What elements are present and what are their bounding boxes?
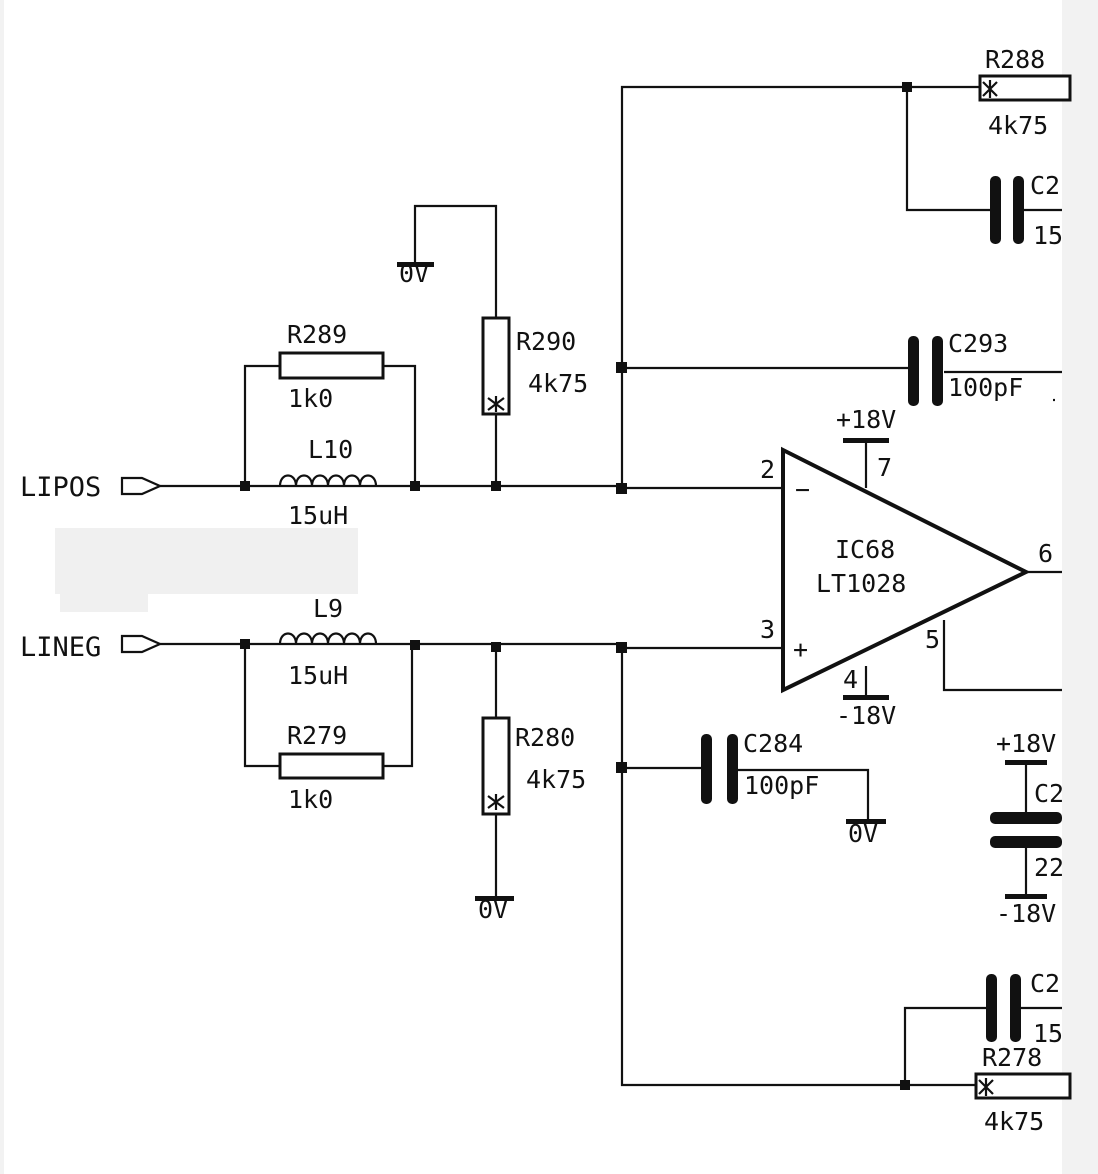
r278-ref: R278 xyxy=(982,1043,1042,1072)
ground-symbol-top: 0V xyxy=(397,259,434,288)
rail-pos-label: +18V xyxy=(836,405,896,434)
resistor-r290: R290 4k75 xyxy=(481,316,588,416)
c293-ref: C293 xyxy=(948,329,1008,358)
redacted-patch xyxy=(55,528,358,594)
r290-ref: R290 xyxy=(516,327,576,356)
junctions xyxy=(240,82,912,1090)
c-top-ref: C2 xyxy=(1030,171,1060,200)
l10-ref: L10 xyxy=(308,435,353,464)
r278-value: 4k75 xyxy=(984,1107,1044,1136)
pin-vpos: 7 xyxy=(877,453,892,482)
junction-dot xyxy=(491,642,501,652)
ground-label: 0V xyxy=(848,819,878,848)
r289-ref: R289 xyxy=(287,320,347,349)
inductor-l9: L9 15uH xyxy=(278,594,378,690)
resistor-r289: R289 1k0 xyxy=(278,320,385,413)
c-top-value: 15 xyxy=(1033,221,1063,250)
r279-value: 1k0 xyxy=(288,785,333,814)
rail-pos-opamp: +18V xyxy=(836,405,896,443)
c293-value: 100pF xyxy=(948,373,1023,402)
junction-dot xyxy=(616,762,627,773)
capacitor-c-mid: +18V C2 22 -18V xyxy=(990,729,1064,928)
capacitor-c293: C293 100pF xyxy=(908,329,1023,406)
junction-dot xyxy=(240,639,250,649)
c284-ref: C284 xyxy=(743,729,803,758)
l9-ref: L9 xyxy=(313,594,343,623)
inductor-l10: L10 15uH xyxy=(278,435,378,530)
paper-right-margin xyxy=(1062,0,1098,1174)
port-lipos: LIPOS xyxy=(20,472,163,503)
junction-dot xyxy=(410,481,420,491)
r279-ref: R279 xyxy=(287,721,347,750)
ground-label: 0V xyxy=(399,259,429,288)
opamp-noninv-sign: + xyxy=(793,635,808,664)
c-mid-ref: C2 xyxy=(1034,779,1064,808)
port-lipos-label: LIPOS xyxy=(20,472,101,503)
r280-value: 4k75 xyxy=(526,765,586,794)
pin-vneg: 4 xyxy=(843,665,858,694)
port-lineg-label: LINEG xyxy=(20,632,101,663)
r288-value: 4k75 xyxy=(988,111,1048,140)
junction-dot xyxy=(902,82,912,92)
capacitor-c-bot: C2 15 xyxy=(986,969,1063,1048)
pin-out: 6 xyxy=(1038,539,1053,568)
junction-dot xyxy=(616,362,627,373)
c-bot-value: 15 xyxy=(1033,1019,1063,1048)
r290-value: 4k75 xyxy=(528,369,588,398)
ground-label: 0V xyxy=(478,895,508,924)
junction-dot xyxy=(616,483,627,494)
r280-ref: R280 xyxy=(515,723,575,752)
c-mid-value: 22 xyxy=(1034,853,1064,882)
ground-symbol-c284: 0V xyxy=(846,819,886,848)
opamp-ref: IC68 xyxy=(835,535,895,564)
r289-value: 1k0 xyxy=(288,384,333,413)
l9-value: 15uH xyxy=(288,661,348,690)
rail-neg-label: -18V xyxy=(996,899,1056,928)
resistor-r288: R288 4k75 xyxy=(978,45,1072,140)
redacted-patch-lower xyxy=(60,590,148,612)
junction-dot xyxy=(240,481,250,491)
capacitor-c284: C284 100pF xyxy=(701,729,819,804)
rail-pos-label: +18V xyxy=(996,729,1056,758)
r288-ref: R288 xyxy=(985,45,1045,74)
opamp-part: LT1028 xyxy=(816,569,906,598)
pin-inv: 2 xyxy=(760,455,775,484)
resistor-r279: R279 1k0 xyxy=(278,721,385,814)
rail-neg-label: -18V xyxy=(836,701,896,730)
c284-value: 100pF xyxy=(744,771,819,800)
junction-dot xyxy=(616,642,627,653)
capacitor-c-top: C2 15 xyxy=(990,171,1063,250)
ground-symbol-lower: 0V xyxy=(475,895,514,924)
pin-aux: 5 xyxy=(925,625,940,654)
junction-dot xyxy=(900,1080,910,1090)
rail-neg-opamp: -18V xyxy=(836,695,896,730)
c-bot-ref: C2 xyxy=(1030,969,1060,998)
port-lineg: LINEG xyxy=(20,632,163,663)
junction-dot xyxy=(410,640,420,650)
opamp-ic68: IC68 LT1028 − + 2 3 7 4 6 5 xyxy=(760,446,1053,694)
pin-noninv: 3 xyxy=(760,615,775,644)
opamp-inv-sign: − xyxy=(795,475,810,504)
resistor-r280: R280 4k75 xyxy=(481,716,586,816)
junction-dot xyxy=(491,481,501,491)
resistor-r278: R278 4k75 xyxy=(974,1043,1072,1136)
l10-value: 15uH xyxy=(288,501,348,530)
